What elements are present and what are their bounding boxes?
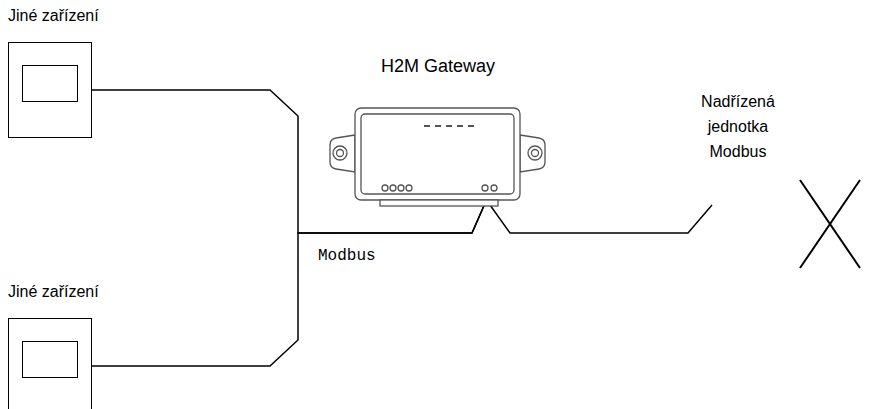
cross-mark [800, 180, 860, 268]
master-label: Nadřízená jednotka Modbus [688, 89, 788, 164]
device-box [8, 42, 92, 138]
gateway-node: H2M Gateway [328, 56, 548, 216]
bus-wire [92, 192, 490, 366]
mount-ear [330, 135, 355, 172]
device-label: Jiné zařízení [8, 282, 101, 302]
terminal [382, 185, 388, 191]
led-mark [446, 125, 452, 127]
device-screen [22, 65, 78, 102]
device-box [8, 318, 92, 409]
device-node: Jiné zařízení [8, 6, 101, 146]
terminal [398, 185, 404, 191]
terminal [406, 185, 412, 191]
mount-hole [532, 150, 539, 157]
mount-hole [528, 146, 542, 160]
gateway-body [355, 108, 520, 200]
led-mark [424, 125, 430, 127]
led-mark [468, 125, 474, 127]
device-screen [22, 341, 78, 378]
device-node: Jiné zařízení [8, 282, 101, 409]
gateway-face [361, 114, 514, 194]
gateway-base [380, 200, 498, 206]
master-wire [490, 205, 712, 233]
cross-mark [800, 180, 860, 268]
gateway-label: H2M Gateway [328, 56, 548, 76]
mount-ear [520, 135, 545, 172]
mount-hole [337, 150, 344, 157]
terminal [491, 185, 497, 191]
led-mark [457, 125, 463, 127]
led-mark [435, 125, 441, 127]
terminal [482, 185, 488, 191]
terminal [390, 185, 396, 191]
bus-label: Modbus [318, 244, 398, 269]
device-label: Jiné zařízení [8, 6, 101, 26]
mount-hole [333, 146, 347, 160]
gateway-illustration [328, 100, 548, 212]
